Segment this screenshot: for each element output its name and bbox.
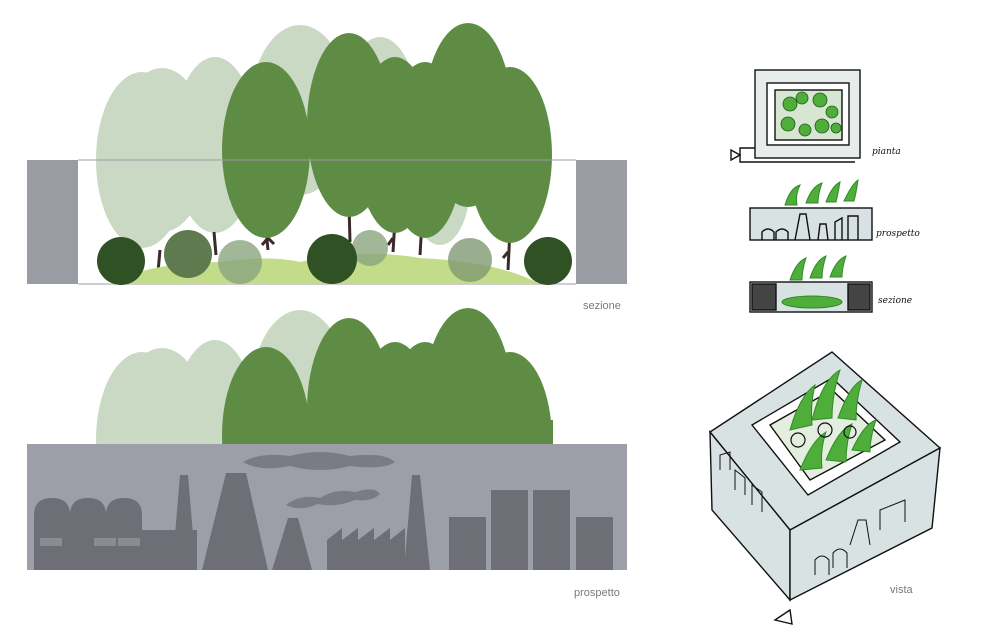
section-main-trees: [222, 23, 552, 243]
sketch-plan: [730, 69, 861, 163]
section-right-wall: [576, 160, 627, 284]
sketch-section: [749, 255, 873, 313]
section-drawing: [27, 23, 627, 285]
smoke-clouds: [243, 452, 395, 509]
elevation-drawing: [27, 308, 627, 570]
label-sezione: sezione: [583, 300, 621, 312]
section-shrubs: [97, 230, 572, 285]
sketch-elevation: [749, 178, 873, 241]
sketch-label-prospetto: prospetto: [876, 229, 920, 239]
sketch-axonometric-view: [708, 351, 942, 625]
window-grids: [40, 538, 140, 546]
label-vista: vista: [890, 584, 913, 596]
industrial-skyline: [34, 473, 613, 570]
sketch-label-pianta: pianta: [872, 147, 901, 157]
sketch-label-sezione: sezione: [878, 296, 912, 306]
label-prospetto: prospetto: [574, 587, 620, 599]
section-left-wall: [27, 160, 78, 284]
